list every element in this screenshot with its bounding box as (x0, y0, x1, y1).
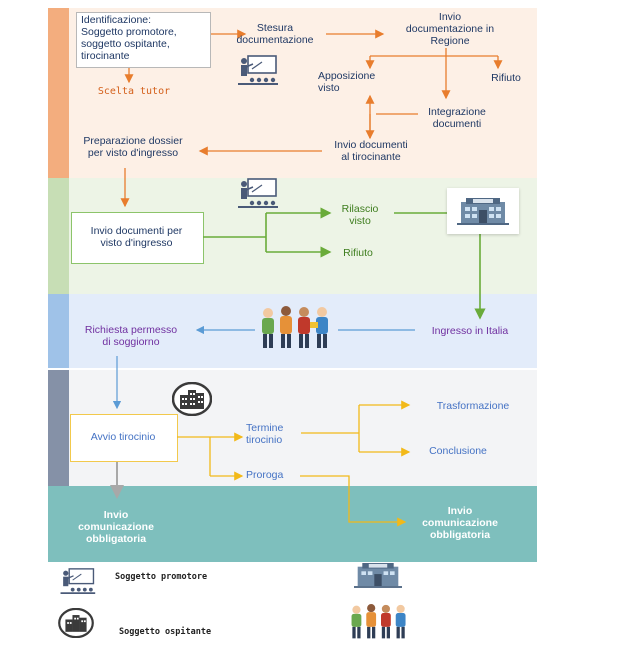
richiesta-text: Richiesta permesso di soggiorno (84, 324, 178, 348)
rifiuto-1-text: Rifiuto (491, 72, 521, 84)
band-comunicazione (48, 486, 537, 562)
identificazione-text: Identificazione: Soggetto promotore, sog… (81, 14, 177, 62)
stesura-text: Stesura documentazione (236, 22, 314, 46)
teacher-board-icon (238, 178, 278, 208)
rifiuto-2-text: Rifiuto (343, 247, 373, 259)
band-ambasciata-bar (48, 178, 69, 294)
termine-text: Termine tirocinio (246, 422, 284, 446)
invio-visto-text: Invio documenti per visto d'ingresso (90, 225, 183, 249)
invio-left-text: Invio comunicazione obbligatoria (78, 509, 154, 545)
band-regione-bar (48, 8, 69, 178)
arrow-to-invio-right (300, 475, 407, 527)
avvio-text: Avvio tirocinio (90, 431, 156, 443)
conclusione-text: Conclusione (429, 445, 487, 457)
preparazione-text: Preparazione dossier per visto d'ingress… (83, 135, 183, 159)
ingresso-text: Ingresso in Italia (431, 325, 509, 337)
teacher-board-icon (238, 55, 278, 85)
invio-regione-text: Invio documentazione in Regione (405, 11, 495, 47)
teacher-board-icon (60, 568, 96, 594)
students-group-icon (262, 306, 328, 348)
company-building-icon (172, 382, 212, 416)
rilascio-text: Rilascio visto (341, 203, 379, 227)
proroga-text: Proroga (246, 469, 284, 481)
band-tirocinante (48, 294, 537, 368)
avvio-box (70, 414, 178, 462)
company-building-icon (58, 608, 94, 638)
legend-promotore-text: Soggetto promotore (115, 572, 208, 582)
invio-tirocinante-text: Invio documenti al tirocinante (334, 139, 408, 163)
embassy-building-icon (457, 198, 509, 225)
band-tirocinante-bar (48, 294, 69, 368)
band-ospitante-bar (48, 370, 69, 486)
identificazione-box (76, 12, 211, 68)
legend-ospitante-text: Soggetto ospitante (119, 627, 212, 637)
apposizione-text: Apposizione visto (318, 70, 376, 94)
students-group-icon (351, 604, 406, 639)
embassy-building-icon (354, 563, 402, 588)
scelta-tutor-text: Scelta tutor (97, 86, 171, 97)
integrazione-text: Integrazione documenti (428, 106, 486, 130)
trasformazione-text: Trasformazione (436, 400, 510, 412)
invio-right-text: Invio comunicazione obbligatoria (422, 505, 498, 541)
invio-visto-box (71, 212, 204, 264)
